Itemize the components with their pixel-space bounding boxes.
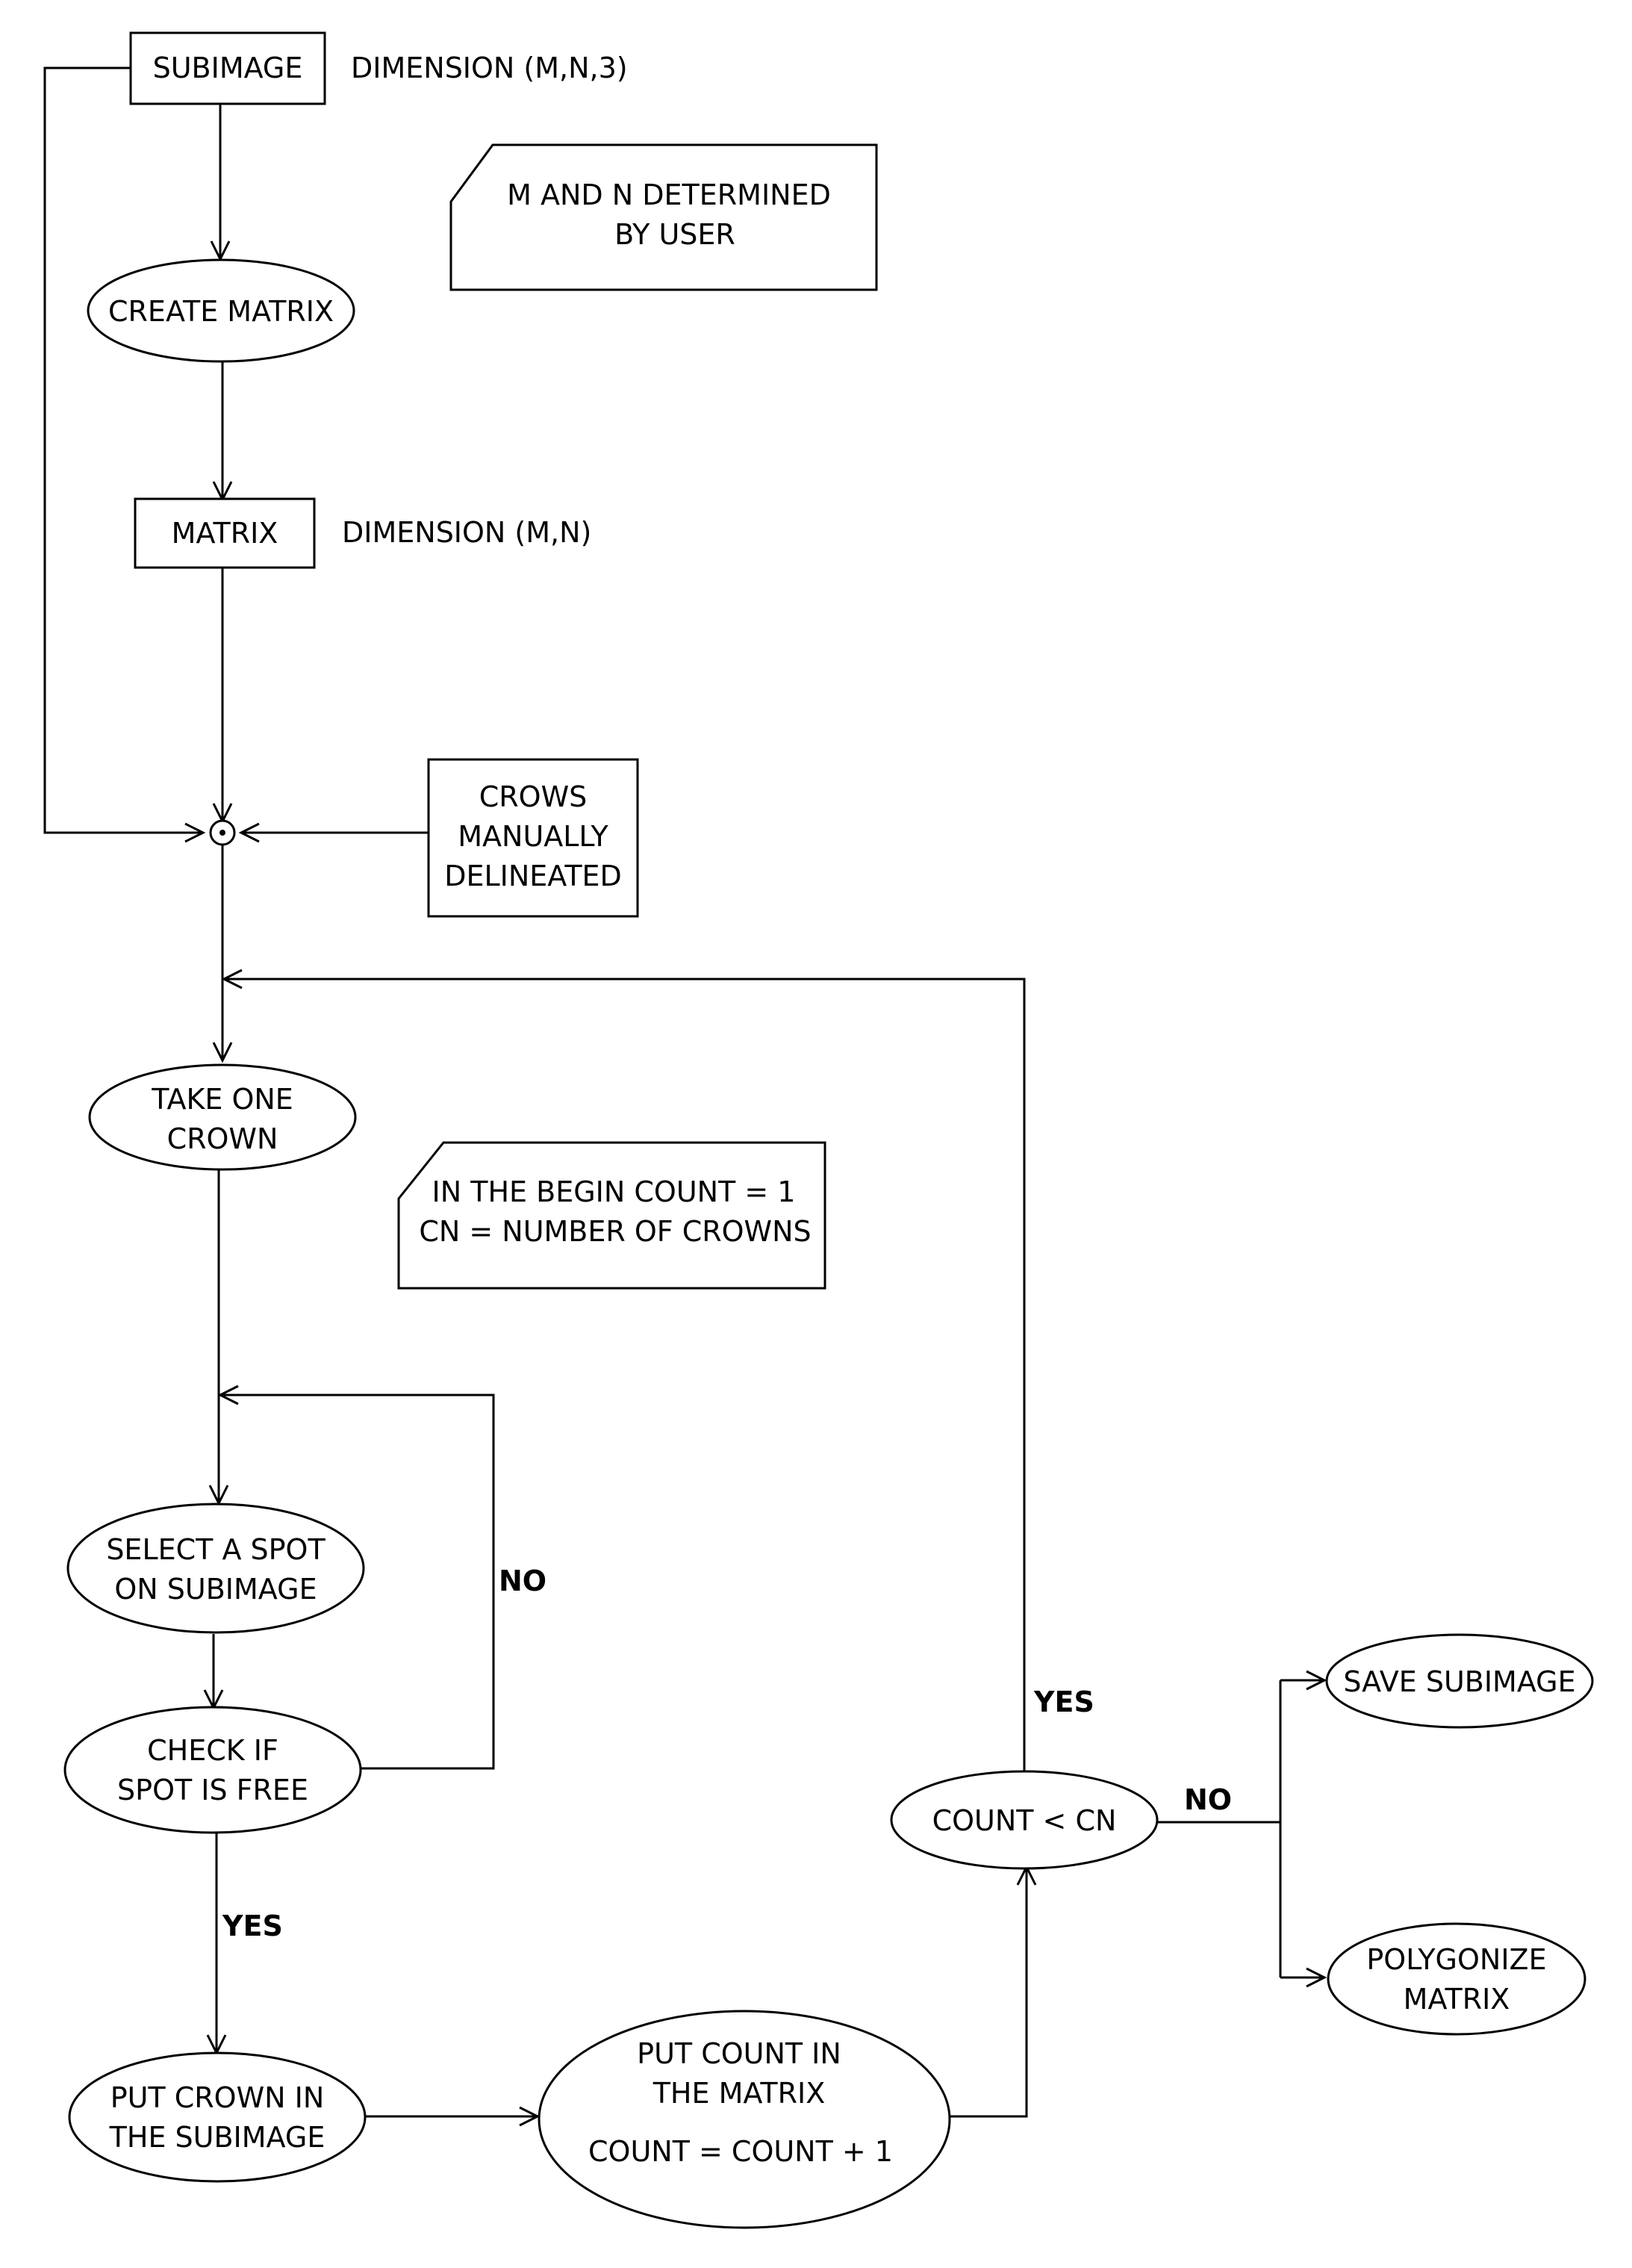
note-count-line-2: CN = NUMBER OF CROWNS	[419, 1215, 811, 1248]
edge-label-check-no: NO	[499, 1565, 546, 1597]
node-check-line-1: CHECK IF	[147, 1734, 278, 1767]
edge-count-decision	[950, 1868, 1028, 2118]
dimension-subimage-label: DIMENSION (M,N,3)	[351, 52, 628, 84]
node-crows-manually: CROWS MANUALLY DELINEATED	[427, 758, 639, 918]
connectors	[43, 66, 1327, 2127]
arrowhead-bypass	[184, 822, 206, 843]
node-crows-line-1: CROWS	[479, 780, 588, 813]
node-check-line-2: SPOT IS FREE	[117, 1774, 308, 1806]
node-put-crown-line-2: THE SUBIMAGE	[109, 2121, 326, 2154]
arrowhead-take	[212, 1042, 233, 1063]
node-select-line-1: SELECT A SPOT	[106, 1533, 326, 1566]
node-save-subimage: SAVE SUBIMAGE	[1325, 1633, 1594, 1729]
note-mn-line-2: BY USER	[614, 218, 735, 251]
edge-check-no-loop	[220, 1394, 495, 1770]
arrowhead-loop-mid	[217, 1385, 239, 1405]
node-matrix: MATRIX	[134, 497, 316, 569]
node-take-line-2: CROWN	[167, 1122, 278, 1155]
node-polygonize-line-2: MATRIX	[1404, 1983, 1510, 2016]
arrowhead-save	[1306, 1670, 1327, 1691]
node-count-check-label: COUNT < CN	[932, 1804, 1117, 1837]
arrowhead-put-count	[519, 2106, 541, 2127]
arrowhead-loop-top	[221, 969, 243, 989]
edge-label-count-no: NO	[1184, 1783, 1232, 1816]
edge-label-count-yes: YES	[1033, 1686, 1094, 1718]
note-count-line-1: IN THE BEGIN COUNT = 1	[432, 1175, 796, 1208]
dimension-matrix-label: DIMENSION (M,N)	[342, 516, 591, 549]
edge-count-yes-loop	[224, 978, 1026, 1771]
node-put-crown-line-1: PUT CROWN IN	[110, 2081, 325, 2114]
arrowhead-crows	[238, 822, 260, 843]
node-put-count-line-2: THE MATRIX	[653, 2077, 826, 2110]
node-select-line-2: ON SUBIMAGE	[114, 1573, 317, 1606]
node-polygonize: POLYGONIZE MATRIX	[1327, 1922, 1586, 2036]
node-subimage: SUBIMAGE	[129, 31, 326, 105]
node-subimage-label: SUBIMAGE	[153, 52, 303, 84]
note-mn-line-1: M AND N DETERMINED	[507, 178, 831, 211]
node-create-matrix: CREATE MATRIX	[87, 258, 355, 363]
node-polygonize-line-1: POLYGONIZE	[1366, 1943, 1546, 1976]
node-crows-line-2: MANUALLY	[458, 820, 608, 853]
node-take-one-crown: TAKE ONE CROWN	[88, 1063, 357, 1171]
node-crows-line-3: DELINEATED	[444, 860, 622, 892]
node-select-spot: SELECT A SPOT ON SUBIMAGE	[66, 1503, 365, 1634]
node-put-count-line-3: COUNT = COUNT + 1	[588, 2135, 893, 2168]
edge-subimage-bypass	[43, 66, 202, 834]
node-put-crown: PUT CROWN IN THE SUBIMAGE	[68, 2051, 367, 2183]
note-count-begin: IN THE BEGIN COUNT = 1 CN = NUMBER OF CR…	[397, 1141, 826, 1290]
node-take-line-1: TAKE ONE	[151, 1083, 293, 1116]
node-save-subimage-label: SAVE SUBIMAGE	[1343, 1665, 1575, 1698]
node-create-matrix-label: CREATE MATRIX	[108, 295, 334, 328]
node-put-count: PUT COUNT IN THE MATRIX COUNT = COUNT + …	[538, 2010, 951, 2229]
node-count-check: COUNT < CN	[890, 1770, 1159, 1870]
junction-circle	[209, 819, 236, 846]
node-check-spot: CHECK IF SPOT IS FREE	[63, 1706, 362, 1834]
edge-label-check-yes: YES	[222, 1910, 283, 1942]
arrowhead-polygonize	[1306, 1967, 1327, 1988]
node-put-count-line-1: PUT COUNT IN	[637, 2037, 841, 2070]
note-mn-determined: M AND N DETERMINED BY USER	[449, 143, 878, 291]
node-matrix-label: MATRIX	[172, 517, 278, 550]
